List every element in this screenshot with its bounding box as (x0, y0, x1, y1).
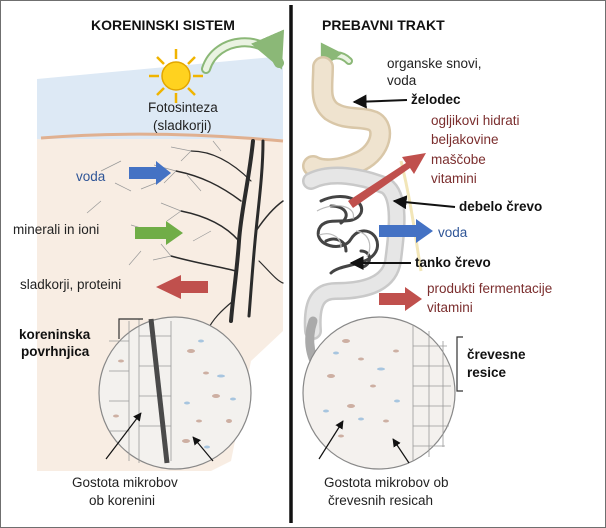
water-arrow-left (129, 161, 171, 185)
sun-icon (149, 49, 203, 103)
fermentation-label: produkti fermentacije (427, 281, 553, 296)
villi-density-label: Gostota mikrobov ob (324, 475, 449, 490)
fermentation-vitamins-label: vitamini (427, 300, 473, 315)
nutrients-arrow (348, 153, 426, 208)
nutrient-carbs: ogljikovi hidrati (431, 113, 520, 128)
sugars-proteins-label: sladkorji, proteini (20, 277, 122, 292)
pointer-arrow (392, 438, 410, 464)
nutrient-fats: maščobe (431, 152, 486, 167)
root-surface-label: koreninska (19, 327, 91, 342)
root-density-label-2: ob korenini (89, 493, 156, 508)
stomach-label: želodec (411, 92, 461, 107)
photosynthesis-label: Fotosinteza (148, 100, 218, 115)
root-micro-circle (98, 316, 252, 470)
root-hairs (86, 140, 222, 342)
pointer-arrow (192, 436, 214, 462)
villi-density-label-2: črevesnih resicah (328, 493, 434, 508)
organic-matter-label: organske snovi, (387, 56, 482, 71)
root-surface-label-2: povrhnjica (21, 344, 90, 359)
pointer-arrow (105, 412, 142, 460)
water-label-left: voda (76, 169, 106, 184)
villi-micro-circle (302, 316, 456, 470)
organic-water-label: voda (387, 73, 417, 88)
large-intestine-label: debelo črevo (459, 199, 543, 214)
left-title: KORENINSKI SISTEM (91, 17, 235, 33)
root-density-label: Gostota mikrobov (72, 475, 178, 490)
sugars-proteins-arrow (156, 275, 208, 299)
water-label-right: voda (438, 225, 468, 240)
nutrient-proteins: beljakovine (431, 132, 499, 147)
villi-label-2: resice (467, 365, 507, 380)
villi-bracket (456, 336, 463, 392)
digestive-tract (302, 56, 423, 376)
right-title: PREBAVNI TRAKT (322, 17, 445, 33)
fermentation-arrow (379, 287, 422, 311)
sugars-label: (sladkorji) (153, 118, 212, 133)
pointer-arrow (318, 420, 344, 460)
large-intestine-pointer (392, 195, 456, 210)
soil-surface-line (40, 132, 284, 143)
minerals-arrow (135, 221, 183, 245)
water-arrow-right (379, 219, 433, 243)
minerals-label: minerali in ioni (13, 222, 100, 237)
root-system (170, 139, 284, 332)
small-intestine-label: tanko črevo (415, 255, 491, 270)
nutrient-vitamins: vitamini (431, 171, 477, 186)
root-surface-bracket (118, 318, 143, 339)
sky-area (37, 57, 283, 139)
villi-label: črevesne (467, 347, 526, 362)
stomach-pointer (352, 94, 408, 109)
